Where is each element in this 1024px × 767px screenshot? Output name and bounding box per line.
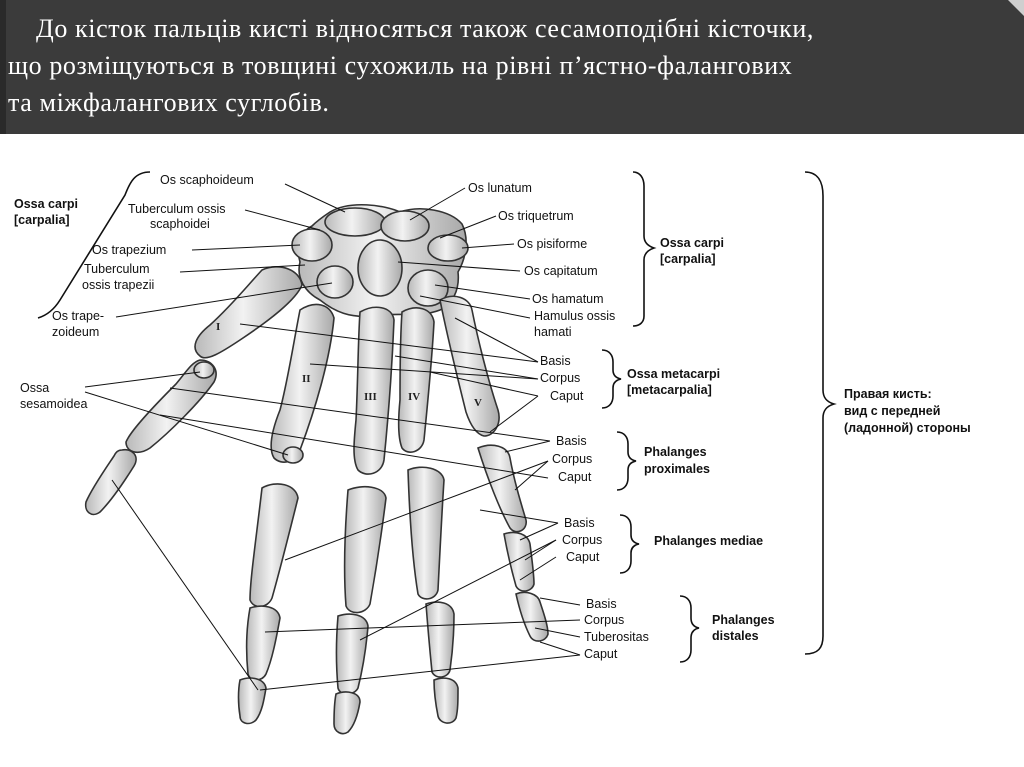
title-banner: До кісток пальців кисті відносяться тако…: [0, 0, 1024, 134]
bracket-proximales: [617, 432, 636, 490]
label-proximales-caput: Caput: [558, 470, 592, 484]
label-ossa-sesamoidea-2: sesamoidea: [20, 397, 87, 411]
metacarpal-v: [440, 296, 499, 436]
label-os-hamatum: Os hamatum: [532, 292, 604, 306]
carpal-labels: Os lunatum Os triquetrum Os pisiforme Os…: [468, 181, 615, 339]
label-os-trapezium: Os trapezium: [92, 243, 166, 257]
bracket-carpi: [633, 172, 654, 326]
group-distales-1: Phalanges: [712, 613, 775, 627]
heading-line-1: До кісток пальців кисті відносяться тако…: [8, 10, 1014, 47]
group-labels: Ossa carpi [carpalia] Ossa metacarpi [me…: [627, 236, 775, 643]
left-group-line1: Ossa carpi: [14, 197, 78, 211]
label-distales-tuberositas: Tuberositas: [584, 630, 649, 644]
label-ossa-sesamoidea-1: Ossa: [20, 381, 49, 395]
roman-iii: III: [364, 391, 377, 403]
roman-i: I: [216, 321, 220, 333]
hand-skeleton-figure: I II III IV V: [0, 134, 1024, 767]
label-hamulus-2: hamati: [534, 325, 572, 339]
heading-line-3: та міжфалангових суглобів.: [8, 84, 1014, 121]
label-metacarpi-caput: Caput: [550, 389, 584, 403]
bones-group: [86, 205, 548, 734]
phalanx-proximal-iii: [345, 487, 386, 613]
label-os-lunatum: Os lunatum: [468, 181, 532, 195]
side-caption-line3: (ладонной) стороны: [844, 421, 971, 435]
label-distales-basis: Basis: [586, 597, 617, 611]
group-metacarpi-2: [metacarpalia]: [627, 383, 712, 397]
label-tuberculum-trapezii-2: ossis trapezii: [82, 278, 154, 292]
label-os-capitatum: Os capitatum: [524, 264, 598, 278]
label-tuberculum-trapezii-1: Tuberculum: [84, 262, 150, 276]
bracket-metacarpi: [602, 350, 621, 408]
left-group-line2: [carpalia]: [14, 213, 70, 227]
os-trapezoideum-bone: [317, 266, 353, 298]
slide-heading: До кісток пальців кисті відносяться тако…: [8, 10, 1014, 121]
label-os-trapezoideum-1: Os trape-: [52, 309, 104, 323]
label-os-triquetrum: Os triquetrum: [498, 209, 574, 223]
label-os-scaphoideum: Os scaphoideum: [160, 173, 254, 187]
phalanx-distal-iii: [334, 692, 360, 734]
os-scaphoideum-bone: [325, 208, 385, 236]
roman-v: V: [474, 397, 482, 409]
label-proximales-corpus: Corpus: [552, 452, 592, 466]
bracket-whole-hand: [805, 172, 834, 654]
sesamoid-thumb: [194, 362, 214, 378]
roman-ii: II: [302, 373, 311, 385]
label-proximales-basis: Basis: [556, 434, 587, 448]
side-caption-line1: Правая кисть:: [844, 387, 932, 401]
label-hamulus-1: Hamulus ossis: [534, 309, 615, 323]
label-tuberculum-scaphoidei-1: Tuberculum ossis: [128, 202, 226, 216]
label-mediae-caput: Caput: [566, 550, 600, 564]
side-caption: Правая кисть: вид с передней (ладонной) …: [844, 387, 971, 435]
banner-accent: [0, 0, 6, 134]
part-labels: Basis Corpus Caput Basis Corpus Caput Ba…: [540, 354, 649, 661]
phalanx-distal-iv: [434, 678, 458, 723]
label-mediae-basis: Basis: [564, 516, 595, 530]
roman-iv: IV: [408, 391, 420, 403]
label-os-pisiforme: Os pisiforme: [517, 237, 587, 251]
phalanx-proximal-ii: [250, 484, 298, 607]
phalanx-distal-ii: [239, 678, 267, 723]
left-labels: Ossa carpi [carpalia] Os scaphoideum Tub…: [14, 173, 254, 411]
sesamoid-index: [283, 447, 303, 463]
os-lunatum-bone: [381, 211, 429, 241]
os-capitatum-bone: [358, 240, 402, 296]
group-distales-2: distales: [712, 629, 759, 643]
phalanx-media-ii: [247, 606, 280, 680]
label-metacarpi-basis: Basis: [540, 354, 571, 368]
phalanx-distal-v: [516, 592, 548, 641]
phalanx-distal-i: [86, 450, 136, 515]
group-metacarpi-1: Ossa metacarpi: [627, 367, 720, 381]
hand-skeleton-diagram: I II III IV V: [0, 134, 1024, 767]
roman-numerals: I II III IV V: [216, 321, 482, 409]
metacarpal-i: [195, 267, 302, 358]
phalanx-proximal-iv: [408, 467, 444, 599]
group-proximales-2: proximales: [644, 462, 710, 476]
metacarpal-iv: [399, 308, 434, 452]
group-proximales-1: Phalanges: [644, 445, 707, 459]
phalanx-media-iv: [426, 602, 454, 677]
group-ossa-carpi-1: Ossa carpi: [660, 236, 724, 250]
heading-line-2: що розміщуються в товщині сухожиль на рі…: [8, 47, 1014, 84]
side-caption-line2: вид с передней: [844, 404, 940, 418]
phalanx-media-iii: [337, 614, 369, 694]
group-mediae: Phalanges mediae: [654, 534, 763, 548]
label-mediae-corpus: Corpus: [562, 533, 602, 547]
label-distales-corpus: Corpus: [584, 613, 624, 627]
label-os-trapezoideum-2: zoideum: [52, 325, 99, 339]
bracket-distales: [680, 596, 699, 662]
label-metacarpi-corpus: Corpus: [540, 371, 580, 385]
label-distales-caput: Caput: [584, 647, 618, 661]
phalanx-proximal-v: [478, 445, 526, 531]
label-tuberculum-scaphoidei-2: scaphoidei: [150, 217, 210, 231]
group-ossa-carpi-2: [carpalia]: [660, 252, 716, 266]
phalanx-media-v: [504, 532, 534, 591]
bracket-mediae: [620, 515, 639, 573]
